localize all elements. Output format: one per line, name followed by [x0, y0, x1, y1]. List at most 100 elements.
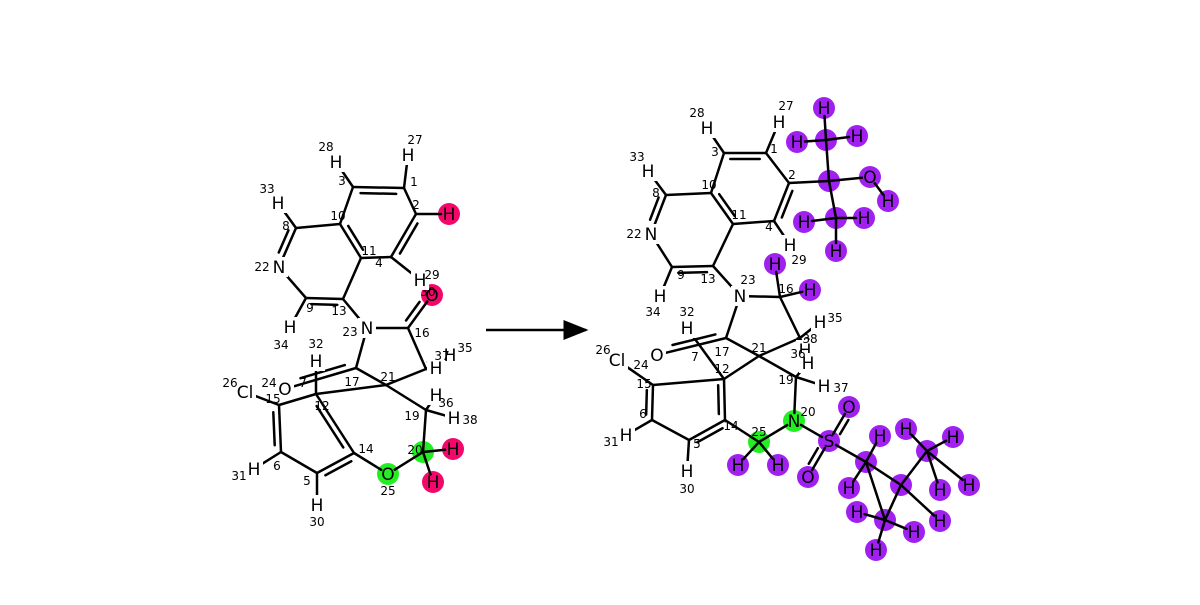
atom-index-label: 23	[740, 273, 755, 287]
atom-symbol: H	[311, 496, 324, 516]
atom-index-label: 25	[751, 425, 766, 439]
single-bond	[391, 257, 414, 275]
single-bond	[866, 462, 885, 520]
atom-index-label: 2	[412, 198, 420, 212]
atom-symbol: O	[801, 468, 814, 488]
atom-index-label: 17	[714, 345, 729, 359]
single-bond	[748, 296, 780, 297]
atom-symbol: H	[874, 427, 887, 447]
atom-index-label: 29	[791, 253, 806, 267]
atom-index-label: 2	[788, 168, 796, 182]
atom-index-label: 24	[633, 358, 648, 372]
atom-symbol: Cl	[609, 351, 626, 371]
atom-symbol: H	[851, 503, 864, 523]
atom-symbol: H	[947, 428, 960, 448]
single-bond	[386, 385, 426, 410]
atom-index-label: 4	[375, 256, 383, 270]
single-bond	[824, 116, 826, 140]
single-bond	[766, 153, 789, 183]
atom-symbol: H	[772, 456, 785, 476]
atom-index-label: 21	[380, 370, 395, 384]
atom-index-label: 27	[778, 99, 793, 113]
atom-symbol: H	[443, 205, 456, 225]
atom-index-label: 8	[282, 219, 290, 233]
atom-symbol: N	[361, 319, 374, 339]
single-bond	[343, 258, 361, 299]
atom-symbol: H	[851, 127, 864, 147]
single-bond	[666, 193, 711, 195]
atom-index-label: 19	[404, 409, 419, 423]
atom-symbol: H	[773, 113, 786, 133]
atom-index-label: 16	[414, 326, 429, 340]
single-bond	[633, 420, 652, 431]
atom-symbol: H	[681, 319, 694, 339]
double-bond	[724, 153, 766, 159]
single-bond	[296, 224, 340, 228]
atom-index-label: 1	[410, 175, 418, 189]
atom-symbol: H	[818, 377, 831, 397]
single-bond	[652, 420, 689, 440]
atom-index-label: 7	[299, 376, 307, 390]
atom-symbol: H	[798, 213, 811, 233]
atom-index-label: 22	[626, 227, 641, 241]
single-bond	[426, 410, 446, 416]
atom-symbol: O	[863, 168, 876, 188]
atom-index-label: 32	[308, 337, 323, 351]
atom-symbol: H	[934, 481, 947, 501]
single-bond	[281, 452, 317, 473]
atom-index-label: 27	[407, 133, 422, 147]
single-bond	[404, 163, 407, 188]
atom-index-label: 14	[723, 419, 738, 433]
atom-symbol: H	[427, 473, 440, 493]
atom-symbol: H	[248, 460, 261, 480]
double-bond	[406, 301, 427, 328]
atom-symbol: H	[858, 209, 871, 229]
atom-index-label: 10	[701, 178, 716, 192]
atom-index-label: 33	[259, 182, 274, 196]
atom-layer: 123410118N22913N2316O301721181920O715Cl2…	[222, 99, 975, 561]
atom-index-label: 38	[462, 413, 477, 427]
atom-index-label: 37	[434, 349, 449, 363]
atom-index-label: 28	[689, 106, 704, 120]
atom-index-label: 5	[693, 437, 701, 451]
atom-index-label: 20	[800, 405, 815, 419]
atom-symbol: H	[642, 162, 655, 182]
atom-index-label: 33	[629, 150, 644, 164]
atom-symbol: H	[620, 426, 633, 446]
atom-symbol: H	[330, 153, 343, 173]
atom-index-label: 32	[679, 305, 694, 319]
atom-index-label: 14	[358, 442, 373, 456]
atom-index-label: 36	[790, 347, 805, 361]
atom-index-label: 1	[770, 142, 778, 156]
double-bond	[718, 379, 725, 420]
single-bond	[653, 379, 724, 385]
atom-symbol: O	[650, 346, 663, 366]
atom-symbol: H	[818, 99, 831, 119]
atom-index-label: 10	[330, 209, 345, 223]
atom-index-label: 34	[645, 305, 660, 319]
atom-symbol: H	[681, 462, 694, 482]
atom-symbol: H	[830, 242, 843, 262]
atom-symbol: N	[645, 225, 658, 245]
atom-symbol: N	[788, 412, 801, 432]
double-bond	[353, 187, 404, 194]
single-bond	[805, 140, 826, 141]
atom-index-label: 30	[309, 515, 324, 529]
double-bond	[340, 224, 363, 258]
single-bond	[688, 440, 689, 463]
atom-index-label: 7	[691, 350, 699, 364]
atom-symbol: H	[272, 194, 285, 214]
atom-index-label: 15	[636, 377, 651, 391]
atom-symbol: H	[732, 456, 745, 476]
single-bond	[780, 297, 800, 338]
atom-symbol: H	[900, 420, 913, 440]
atom-symbol: H	[934, 512, 947, 532]
atom-index-label: 21	[751, 341, 766, 355]
double-bond	[774, 183, 792, 221]
atom-index-label: 15	[265, 392, 280, 406]
single-bond	[901, 451, 927, 485]
atom-index-label: 29	[424, 268, 439, 282]
atom-index-label: 26	[222, 376, 237, 390]
atom-index-label: 35	[457, 341, 472, 355]
